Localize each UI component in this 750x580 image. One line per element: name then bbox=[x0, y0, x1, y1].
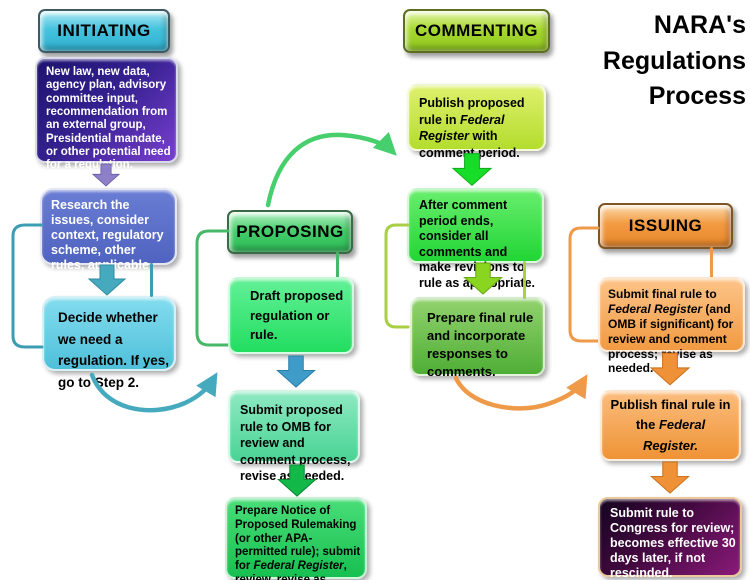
proposing-phase-label: PROPOSING bbox=[236, 222, 344, 241]
issuing-right-connector bbox=[710, 247, 713, 278]
publish-proposed-text: Publish proposed rule in bbox=[419, 96, 525, 127]
commenting-right-connector bbox=[523, 261, 526, 299]
down-arrow-icon bbox=[650, 461, 690, 494]
prepare-nprm-box: Prepare Notice of Proposed Rulemaking (o… bbox=[225, 497, 367, 580]
curved-arrow-proposing-to-commenting-icon bbox=[265, 131, 397, 208]
initiating-phase-label: INITIATING bbox=[57, 21, 151, 40]
new-law-need-text: New law, new data, agency plan, advisory… bbox=[46, 66, 171, 172]
publish-proposed-box: Publish proposed rule in Federal Registe… bbox=[407, 84, 546, 160]
down-arrow-icon bbox=[277, 464, 317, 497]
publish-final-rule-box: Publish final rule in the Federal Regist… bbox=[600, 390, 741, 461]
commenting-phase-label: COMMENTING bbox=[414, 21, 539, 40]
initiating-phase-header: INITIATING bbox=[38, 9, 170, 53]
federal-register-italic: Federal Register bbox=[253, 560, 344, 573]
down-arrow-icon bbox=[276, 355, 316, 388]
federal-register-italic: Federal Register bbox=[419, 112, 505, 144]
submit-final-rule-box: Submit final rule to Federal Register (a… bbox=[598, 277, 745, 375]
draft-regulation-text: Draft proposed regulation or rule. bbox=[250, 288, 344, 343]
page-title-line3: Process bbox=[648, 82, 746, 110]
commenting-phase-header: COMMENTING bbox=[403, 9, 550, 53]
after-comment-box: After comment period ends, consider all … bbox=[407, 188, 544, 290]
proposing-loop-connector bbox=[195, 229, 230, 347]
submit-omb-box: Submit proposed rule to OMB for review a… bbox=[228, 390, 360, 483]
submit-congress-box: Submit rule to Congress for review; beco… bbox=[598, 497, 742, 580]
decide-regulation-box: Decide whether we need a regulation. If … bbox=[42, 296, 176, 390]
submit-omb-text: Submit proposed rule to OMB for review a… bbox=[240, 403, 351, 483]
curved-arrow-commenting-to-issuing-icon bbox=[453, 374, 588, 411]
proposing-phase-header: PROPOSING bbox=[227, 210, 353, 254]
initiating-right-connector bbox=[150, 263, 153, 297]
page-title-line1: NARA's bbox=[653, 11, 746, 39]
down-arrow-icon bbox=[87, 264, 127, 296]
draft-regulation-box: Draft proposed regulation or rule. bbox=[228, 277, 354, 354]
issuing-phase-header: ISSUING bbox=[598, 203, 733, 249]
down-arrow-icon bbox=[649, 352, 691, 386]
new-law-need-box: New law, new data, agency plan, advisory… bbox=[35, 57, 178, 171]
federal-register-italic: Federal Register. bbox=[643, 417, 706, 453]
decide-regulation-text: Decide whether we need a regulation. If … bbox=[58, 310, 170, 390]
down-arrow-icon bbox=[451, 153, 493, 187]
commenting-loop-connector bbox=[384, 223, 410, 329]
publish-final-rule-text: Publish final rule in the Federal Regist… bbox=[610, 397, 731, 453]
prepare-final-rule-box: Prepare final rule and incorporate respo… bbox=[410, 297, 545, 379]
federal-register-italic: Federal Register bbox=[608, 301, 703, 316]
research-issues-box: Research the issues, consider context, r… bbox=[40, 188, 177, 302]
proposing-right-connector bbox=[336, 252, 339, 279]
page-title-line2: Regulations bbox=[602, 46, 746, 75]
submit-final-rule-text: Submit final rule to bbox=[608, 287, 717, 301]
page-title: NARA's Regulations Process bbox=[556, 8, 746, 115]
prepare-nprm-text: Prepare Notice of Proposed Rulemaking (o… bbox=[235, 505, 361, 573]
down-arrow-icon bbox=[463, 262, 503, 295]
down-arrow-icon bbox=[91, 163, 121, 187]
issuing-phase-label: ISSUING bbox=[628, 216, 703, 235]
prepare-final-rule-text: Prepare final rule and incorporate respo… bbox=[427, 310, 534, 379]
curved-arrow-initiating-to-proposing-icon bbox=[89, 372, 218, 413]
submit-congress-text: Submit rule to Congress for review; beco… bbox=[610, 506, 736, 580]
initiating-loop-connector bbox=[11, 223, 44, 349]
issuing-loop-connector bbox=[568, 226, 600, 343]
